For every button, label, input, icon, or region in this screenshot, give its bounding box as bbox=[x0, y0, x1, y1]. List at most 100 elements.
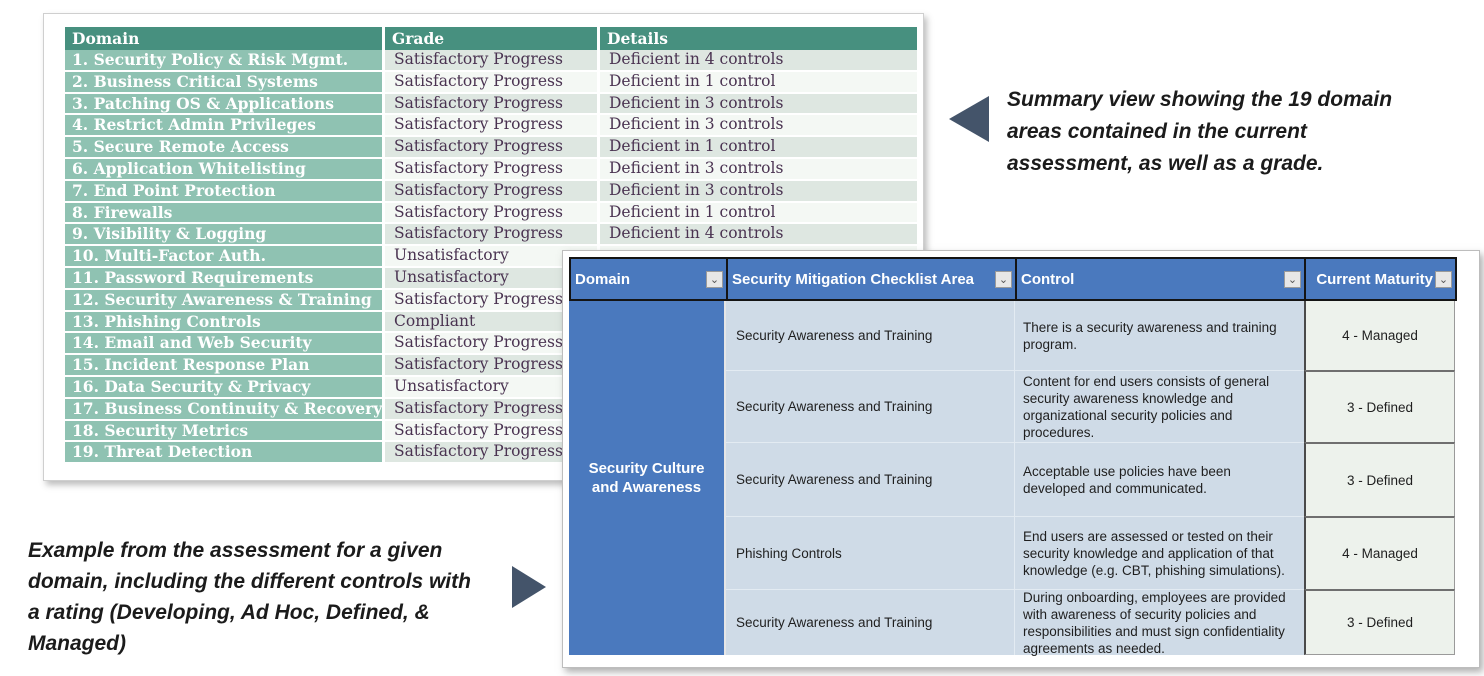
annotation-line: assessment, as well as a grade. bbox=[1007, 152, 1324, 175]
table-row: Security Awareness and Training Acceptab… bbox=[726, 442, 1457, 516]
control-cell: During onboarding, employees are provide… bbox=[1015, 589, 1304, 656]
assessment-detail-table: Domain ⌄ Security Mitigation Checklist A… bbox=[569, 257, 1457, 656]
annotation-line: Summary view showing the 19 domain bbox=[1007, 88, 1393, 111]
assessment-header-row: Domain ⌄ Security Mitigation Checklist A… bbox=[569, 257, 1457, 301]
filter-dropdown-icon[interactable]: ⌄ bbox=[1435, 270, 1452, 288]
summary-table-header-row: Domain Grade Details bbox=[65, 27, 917, 50]
details-cell: Deficient in 1 control bbox=[600, 202, 917, 225]
domain-merged-cell: Security Culture and Awareness bbox=[569, 301, 726, 655]
details-cell: Deficient in 4 controls bbox=[600, 50, 917, 72]
table-row: 15. Incident Response Plan Satisfactory … bbox=[65, 355, 917, 377]
table-row: Security Awareness and Training There is… bbox=[726, 301, 1457, 370]
table-row: Security Awareness and Training During o… bbox=[726, 589, 1457, 656]
control-cell: There is a security awareness and traini… bbox=[1015, 301, 1304, 370]
annotation-line: domain, including the different controls… bbox=[28, 570, 471, 593]
domain-cell: 17. Business Continuity & Recovery bbox=[65, 398, 385, 421]
assessment-detail-table-card: Domain ⌄ Security Mitigation Checklist A… bbox=[562, 250, 1480, 668]
domain-cell: 8. Firewalls bbox=[65, 202, 385, 225]
table-row: Security Awareness and Training Content … bbox=[726, 370, 1457, 442]
arrow-right-icon bbox=[512, 566, 546, 608]
domain-cell: 15. Incident Response Plan bbox=[65, 355, 385, 377]
grade-cell: Satisfactory Progress bbox=[385, 355, 600, 377]
domain-cell: 3. Patching OS & Applications bbox=[65, 93, 385, 116]
grade-cell: Satisfactory Progress bbox=[385, 71, 600, 94]
annotation-line: Example from the assessment for a given bbox=[28, 539, 443, 562]
header-label: Current Maturity bbox=[1316, 270, 1433, 288]
annotation-line: areas contained in the current bbox=[1007, 120, 1307, 143]
grade-cell: Satisfactory Progress bbox=[385, 93, 600, 116]
grade-cell: Satisfactory Progress bbox=[385, 115, 600, 138]
domain-cell: 16. Data Security & Privacy bbox=[65, 376, 385, 399]
grade-cell: Satisfactory Progress bbox=[385, 333, 600, 356]
domain-cell: 19. Threat Detection bbox=[65, 442, 385, 465]
example-annotation: Example from the assessment for a given … bbox=[28, 535, 518, 659]
domain-cell: 11. Password Requirements bbox=[65, 267, 385, 290]
arrow-left-icon bbox=[949, 96, 989, 142]
grade-cell: Unsatisfactory bbox=[385, 246, 600, 268]
assessment-table-body: Security Culture and Awareness Security … bbox=[569, 301, 1457, 656]
domain-cell: 4. Restrict Admin Privileges bbox=[65, 115, 385, 138]
checklist-area-cell: Security Awareness and Training bbox=[726, 370, 1015, 442]
grade-cell: Satisfactory Progress bbox=[385, 289, 600, 312]
table-row: 3. Patching OS & Applications Satisfacto… bbox=[65, 93, 917, 116]
control-cell: End users are assessed or tested on thei… bbox=[1015, 516, 1304, 589]
grade-cell: Satisfactory Progress bbox=[385, 442, 600, 465]
table-row: 6. Application Whitelisting Satisfactory… bbox=[65, 158, 917, 181]
control-cell: Acceptable use policies have been develo… bbox=[1015, 442, 1304, 516]
grade-cell: Satisfactory Progress bbox=[385, 420, 600, 443]
details-column-header: Details bbox=[600, 27, 917, 50]
domain-cell: 9. Visibility & Logging bbox=[65, 224, 385, 247]
domain-cell: 14. Email and Web Security bbox=[65, 333, 385, 356]
domain-cell: 10. Multi-Factor Auth. bbox=[65, 246, 385, 268]
table-row: 9. Visibility & Logging Satisfactory Pro… bbox=[65, 224, 917, 247]
control-cell: Content for end users consists of genera… bbox=[1015, 370, 1304, 442]
grade-cell: Satisfactory Progress bbox=[385, 50, 600, 72]
header-label: Control bbox=[1021, 270, 1075, 288]
checklist-area-cell: Security Awareness and Training bbox=[726, 442, 1015, 516]
filter-dropdown-icon[interactable]: ⌄ bbox=[706, 270, 723, 288]
grade-cell: Compliant bbox=[385, 311, 600, 334]
grade-column-header: Grade bbox=[385, 27, 600, 50]
domain-cell: 18. Security Metrics bbox=[65, 420, 385, 443]
checklist-area-cell: Security Awareness and Training bbox=[726, 589, 1015, 655]
domain-cell: 6. Application Whitelisting bbox=[65, 158, 385, 181]
assessment-rows: Security Awareness and Training There is… bbox=[726, 301, 1457, 656]
domain-cell: 7. End Point Protection bbox=[65, 180, 385, 203]
maturity-cell: 3 - Defined bbox=[1304, 370, 1455, 442]
grade-cell: Satisfactory Progress bbox=[385, 224, 600, 247]
annotation-line: a rating (Developing, Ad Hoc, Defined, & bbox=[28, 601, 430, 624]
domain-cell: 2. Business Critical Systems bbox=[65, 71, 385, 94]
domain-cell: 12. Security Awareness & Training bbox=[65, 289, 385, 312]
details-cell: Deficient in 1 control bbox=[600, 137, 917, 159]
annotation-line: Managed) bbox=[28, 632, 127, 655]
checklist-area-cell: Security Awareness and Training bbox=[726, 301, 1015, 370]
filter-dropdown-icon[interactable]: ⌄ bbox=[995, 270, 1012, 288]
grade-cell: Unsatisfactory bbox=[385, 267, 600, 290]
table-row: 8. Firewalls Satisfactory Progress Defic… bbox=[65, 202, 917, 225]
grade-cell: Satisfactory Progress bbox=[385, 137, 600, 159]
filter-dropdown-icon[interactable]: ⌄ bbox=[1284, 270, 1301, 288]
table-row: 7. End Point Protection Satisfactory Pro… bbox=[65, 180, 917, 203]
table-row: 2. Business Critical Systems Satisfactor… bbox=[65, 71, 917, 94]
details-cell: Deficient in 4 controls bbox=[600, 224, 917, 247]
grade-cell: Satisfactory Progress bbox=[385, 202, 600, 225]
domain-cell: 13. Phishing Controls bbox=[65, 311, 385, 334]
details-cell: Deficient in 3 controls bbox=[600, 115, 917, 138]
current-maturity-column-header: Current Maturity ⌄ bbox=[1306, 259, 1455, 299]
grade-cell: Satisfactory Progress bbox=[385, 180, 600, 203]
header-label: Security Mitigation Checklist Area bbox=[732, 270, 975, 288]
domain-cell: 1. Security Policy & Risk Mgmt. bbox=[65, 50, 385, 72]
details-cell: Deficient in 3 controls bbox=[600, 158, 917, 181]
header-label: Domain bbox=[575, 270, 631, 288]
maturity-cell: 4 - Managed bbox=[1304, 301, 1455, 370]
table-row: Phishing Controls End users are assessed… bbox=[726, 516, 1457, 589]
maturity-cell: 3 - Defined bbox=[1304, 442, 1455, 516]
checklist-area-cell: Phishing Controls bbox=[726, 516, 1015, 589]
domain-cell: 5. Secure Remote Access bbox=[65, 137, 385, 159]
checklist-area-column-header: Security Mitigation Checklist Area ⌄ bbox=[728, 259, 1017, 299]
table-row: 1. Security Policy & Risk Mgmt. Satisfac… bbox=[65, 50, 917, 72]
domain-column-header: Domain ⌄ bbox=[571, 259, 728, 299]
table-row: 4. Restrict Admin Privileges Satisfactor… bbox=[65, 115, 917, 138]
maturity-cell: 3 - Defined bbox=[1304, 589, 1455, 655]
grade-cell: Satisfactory Progress bbox=[385, 158, 600, 181]
